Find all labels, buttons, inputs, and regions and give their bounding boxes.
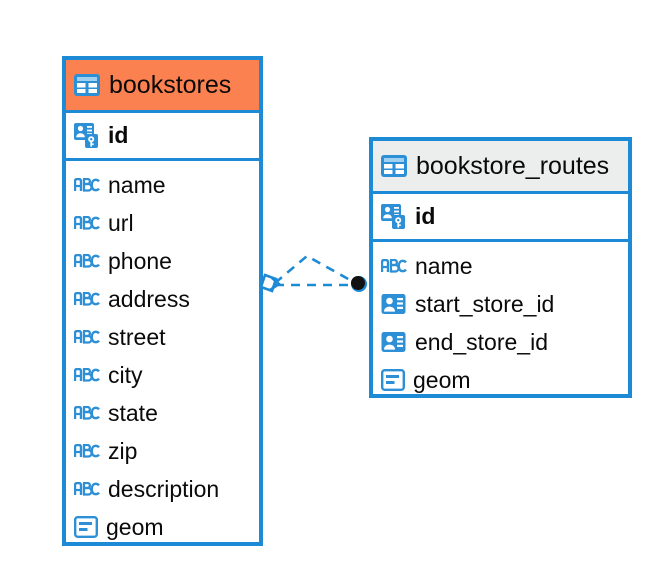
blob-icon [74, 516, 98, 538]
field-row-geom[interactable]: geom [66, 508, 259, 546]
fields-section: name url [66, 161, 259, 546]
field-row-start-store-id[interactable]: start_store_id [373, 285, 628, 323]
entity-table-bookstore-routes[interactable]: bookstore_routes [369, 137, 632, 398]
crowsfoot-diamond-icon [259, 273, 282, 293]
field-label: name [415, 252, 473, 279]
field-label: address [108, 285, 190, 312]
filled-dot-icon [351, 276, 367, 292]
table-icon [381, 155, 407, 177]
field-label: zip [108, 437, 138, 464]
field-label: end_store_id [415, 328, 548, 355]
field-label: state [108, 399, 158, 426]
field-row-address[interactable]: address [66, 280, 259, 318]
abc-icon [74, 254, 100, 268]
field-label: name [108, 171, 166, 198]
abc-icon [74, 406, 100, 420]
field-label: phone [108, 247, 172, 274]
entity-title: bookstores [109, 70, 232, 99]
abc-icon [74, 178, 100, 192]
field-row-state[interactable]: state [66, 394, 259, 432]
field-row-url[interactable]: url [66, 204, 259, 242]
primary-key-icon [381, 203, 407, 230]
relationship-line-upper [274, 254, 360, 287]
field-label: start_store_id [415, 290, 555, 317]
blob-icon [381, 369, 405, 391]
field-label: street [108, 323, 166, 350]
field-row-geom[interactable]: geom [373, 361, 628, 399]
field-row-id[interactable]: id [373, 194, 628, 239]
field-row-name[interactable]: name [66, 166, 259, 204]
field-row-zip[interactable]: zip [66, 432, 259, 470]
field-row-city[interactable]: city [66, 356, 259, 394]
field-label: description [108, 475, 220, 502]
field-row-phone[interactable]: phone [66, 242, 259, 280]
field-row-description[interactable]: description [66, 470, 259, 508]
field-label: geom [413, 366, 471, 393]
field-row-id[interactable]: id [66, 113, 259, 158]
field-label: id [415, 203, 436, 229]
abc-icon [74, 216, 100, 230]
abc-icon [74, 482, 100, 496]
entity-header-bookstores[interactable]: bookstores [66, 60, 259, 110]
field-label: id [108, 122, 129, 148]
primary-key-section: id [66, 110, 259, 161]
abc-icon [74, 292, 100, 306]
abc-icon [381, 259, 407, 273]
field-row-name[interactable]: name [373, 247, 628, 285]
entity-header-bookstore-routes[interactable]: bookstore_routes [373, 141, 628, 191]
abc-icon [74, 444, 100, 458]
field-label: city [108, 361, 143, 388]
field-label: url [108, 209, 134, 236]
table-icon [74, 74, 100, 96]
entity-table-bookstores[interactable]: bookstores [62, 56, 263, 546]
field-label: geom [106, 513, 164, 540]
field-row-street[interactable]: street [66, 318, 259, 356]
abc-icon [74, 330, 100, 344]
abc-icon [74, 368, 100, 382]
foreign-key-icon [381, 293, 407, 315]
foreign-key-icon [381, 331, 407, 353]
fields-section: name start_store_id [373, 242, 628, 399]
entity-title: bookstore_routes [416, 151, 610, 180]
primary-key-section: id [373, 191, 628, 242]
field-row-end-store-id[interactable]: end_store_id [373, 323, 628, 361]
relationship-connector[interactable] [255, 243, 380, 308]
primary-key-icon [74, 122, 100, 149]
